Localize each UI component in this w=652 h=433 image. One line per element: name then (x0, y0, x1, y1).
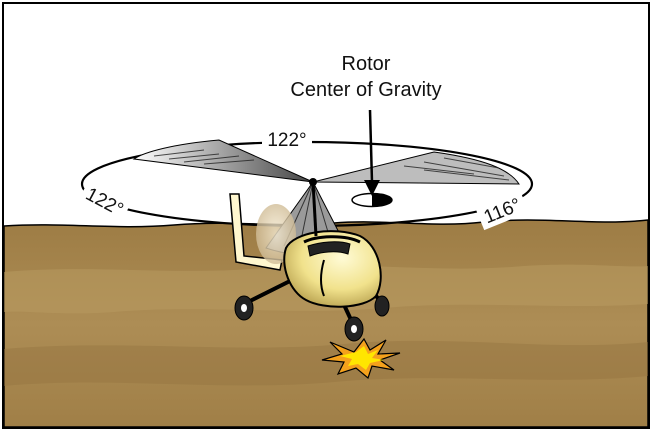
impact-flash-core (340, 346, 384, 370)
rotor-blade-left (132, 139, 314, 183)
door-line (320, 259, 325, 297)
angle-right-bg (475, 189, 529, 231)
cg-arrow-head (364, 180, 380, 196)
cg-arrow-shaft (368, 109, 374, 183)
rotor-label: Rotor (342, 53, 391, 75)
rotor-hub (309, 178, 317, 186)
rotor-mast (311, 181, 318, 237)
wheel-right (374, 295, 390, 317)
helicopter-diagram: 122° 122° 116° Rotor Center of Gravity (4, 4, 648, 427)
angle-left-bg (77, 178, 133, 224)
rotor-cg-marker-half (372, 193, 392, 207)
angle-top-bg (262, 128, 312, 150)
rotor-blade-right (312, 151, 520, 185)
angle-top-label: 122° (267, 130, 306, 151)
wheel-left-hub (241, 304, 247, 312)
center-of-gravity-label: Center of Gravity (290, 79, 441, 101)
canopy-frame (303, 235, 361, 244)
ground-band (4, 340, 648, 386)
cockpit-window (307, 241, 351, 257)
wheel-front-hub (351, 325, 357, 333)
